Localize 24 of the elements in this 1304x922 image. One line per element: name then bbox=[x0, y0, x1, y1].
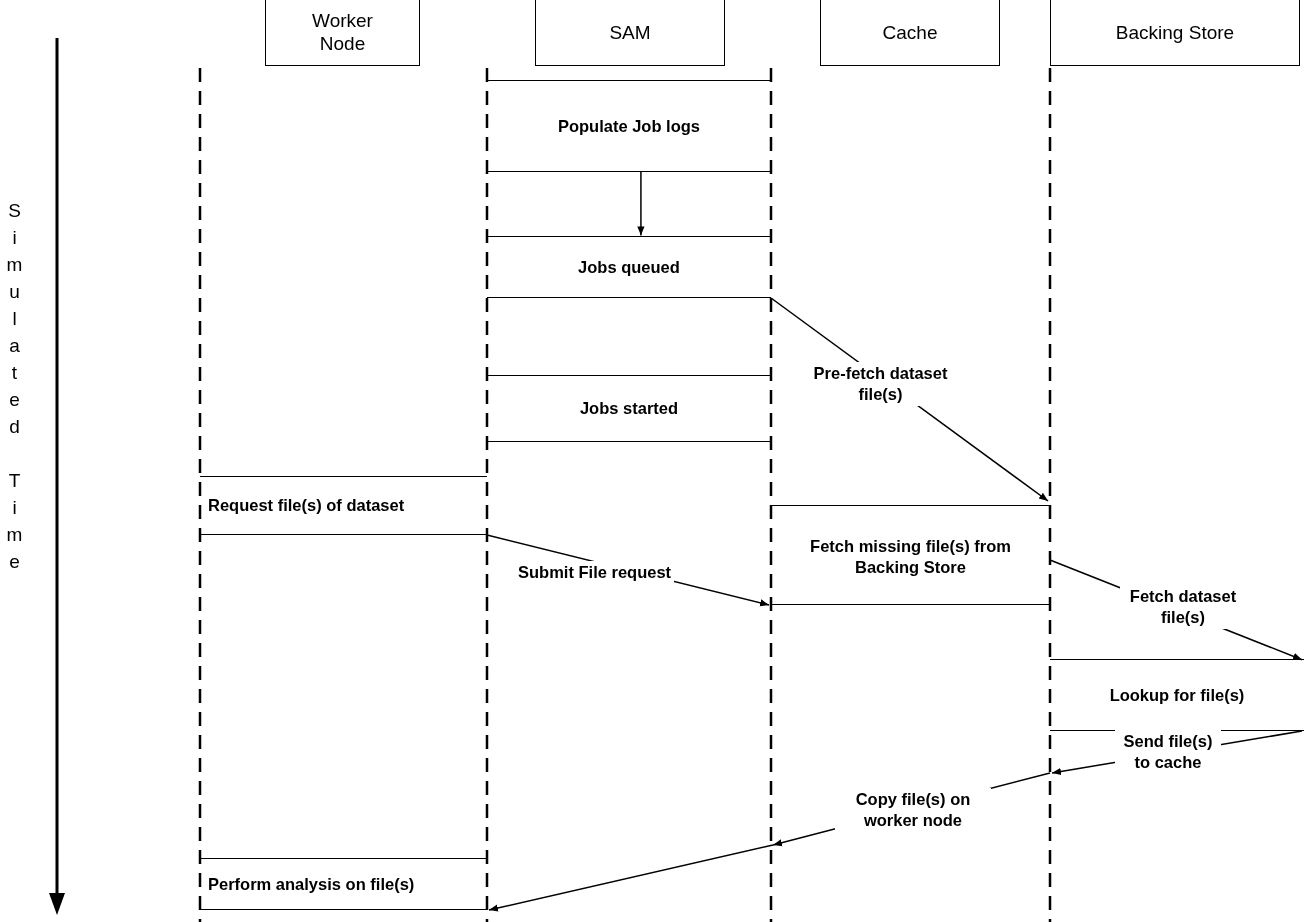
lifeline-title: SAM bbox=[609, 20, 651, 44]
message-band bbox=[487, 375, 771, 442]
lifeline-header-box bbox=[535, 0, 725, 66]
edge-label: Copy file(s) on worker node bbox=[835, 788, 991, 832]
lifeline-title: Backing Store bbox=[1115, 20, 1235, 44]
message-band bbox=[487, 80, 771, 172]
message-text: Jobs queued bbox=[578, 256, 680, 278]
message-text: Request file(s) of dataset bbox=[208, 495, 405, 516]
message-text: Perform analysis on file(s) bbox=[208, 873, 415, 895]
lifeline-title: Worker Node bbox=[311, 9, 374, 55]
message-band bbox=[771, 505, 1050, 605]
lifeline-header-box bbox=[820, 0, 1000, 66]
message-text: Lookup for file(s) bbox=[1109, 684, 1245, 706]
message-band bbox=[200, 476, 487, 535]
edge-label: Submit File request bbox=[515, 561, 675, 584]
message-text: Jobs started bbox=[579, 398, 679, 419]
message-text: Fetch missing file(s) from Backing Store bbox=[809, 536, 1012, 578]
message-band bbox=[487, 236, 771, 298]
lifeline-header-box bbox=[1050, 0, 1300, 66]
message-band bbox=[200, 858, 487, 910]
lifeline-header-box bbox=[265, 0, 420, 66]
arrow bbox=[637, 171, 645, 237]
message-text: Populate Job logs bbox=[557, 115, 701, 137]
lifeline-title: Cache bbox=[882, 20, 938, 44]
